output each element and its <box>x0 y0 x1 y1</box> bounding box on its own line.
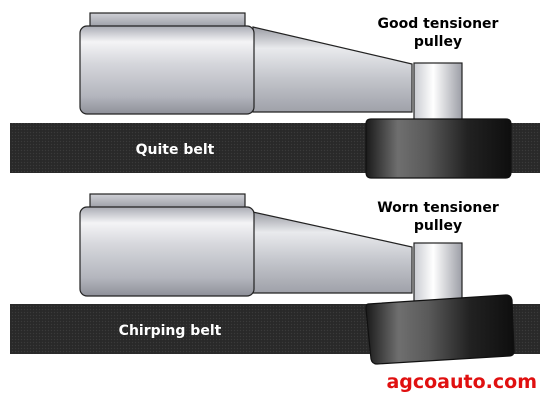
worn-tensioner-pulley <box>365 294 515 365</box>
pulley-shaft <box>413 242 463 302</box>
pulley-label-worn-line2: pulley <box>414 218 462 234</box>
panel-good-tensioner: Quite belt Good tensioner pulley <box>10 12 540 179</box>
panel-worn-tensioner: Chirping belt Worn tensioner pulley <box>10 193 540 365</box>
good-tensioner-pulley <box>365 118 512 179</box>
belt-label-chirping: Chirping belt <box>119 323 222 339</box>
pulley-shaft <box>413 62 463 122</box>
pulley-label-good-line1: Good tensioner <box>378 16 499 32</box>
tensioner-arm-link <box>252 26 413 113</box>
belt-label-quiet: Quite belt <box>136 142 215 158</box>
pulley-label-good-line2: pulley <box>414 34 462 50</box>
tensioner-arm-cap <box>89 193 246 209</box>
watermark: agcoauto.com <box>386 371 537 393</box>
tensioner-arm-link <box>252 211 413 294</box>
pulley-label-worn-line1: Worn tensioner <box>377 200 499 216</box>
tensioner-arm-cap <box>89 12 246 28</box>
tensioner-arm-body <box>79 206 255 297</box>
tensioner-arm-body <box>79 25 255 115</box>
